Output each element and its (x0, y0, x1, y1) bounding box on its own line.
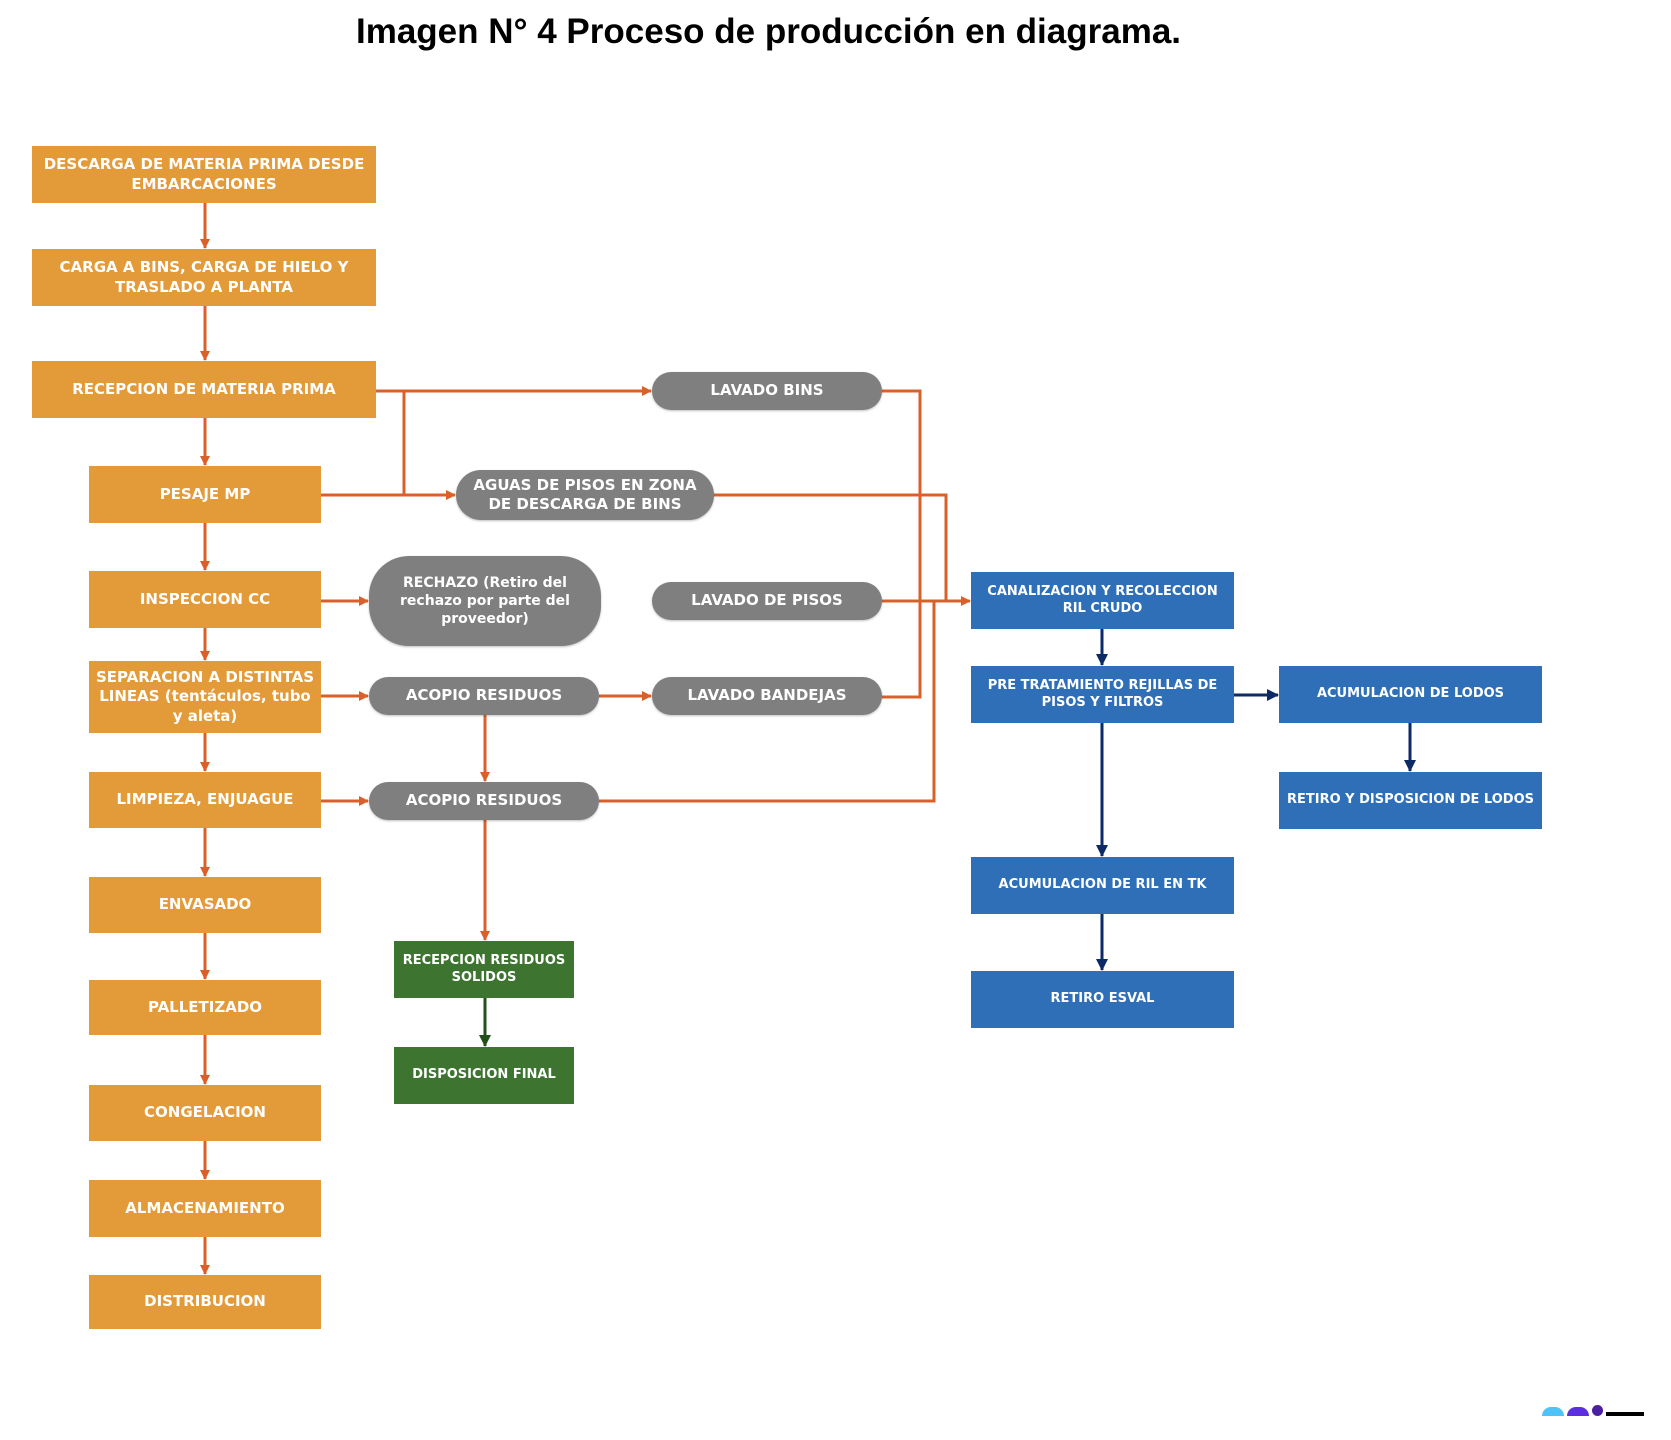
step-distribucion: DISTRIBUCION (89, 1275, 321, 1329)
node-lavado-bandejas: LAVADO BANDEJAS (652, 677, 882, 715)
node-retiro-lodos: RETIRO Y DISPOSICION DE LODOS (1279, 772, 1542, 829)
step-carga-bins: CARGA A BINS, CARGA DE HIELO Y TRASLADO … (32, 249, 376, 306)
link-lavado-bins-collector (882, 389, 922, 699)
step-pesaje-mp: PESAJE MP (89, 466, 321, 523)
node-acumulacion-ril-tk: ACUMULACION DE RIL EN TK (971, 857, 1234, 914)
step-congelacion: CONGELACION (89, 1085, 321, 1141)
link-acopio2-collector (599, 601, 936, 803)
watermark-logo-icon (1542, 1405, 1644, 1416)
diagram-title: Imagen N° 4 Proceso de producción en dia… (355, 12, 1182, 51)
node-acopio-residuos-1: ACOPIO RESIDUOS (369, 677, 599, 715)
node-acumulacion-lodos: ACUMULACION DE LODOS (1279, 666, 1542, 723)
node-retiro-esval: RETIRO ESVAL (971, 971, 1234, 1028)
node-acopio-residuos-2: ACOPIO RESIDUOS (369, 782, 599, 820)
step-envasado: ENVASADO (89, 877, 321, 933)
step-descarga: DESCARGA DE MATERIA PRIMA DESDE EMBARCAC… (32, 146, 376, 203)
node-pretratamiento: PRE TRATAMIENTO REJILLAS DE PISOS Y FILT… (971, 666, 1234, 723)
step-recepcion-mp: RECEPCION DE MATERIA PRIMA (32, 361, 376, 418)
node-recepcion-residuos-solidos: RECEPCION RESIDUOS SOLIDOS (394, 941, 574, 998)
step-inspeccion-cc: INSPECCION CC (89, 571, 321, 628)
node-lavado-pisos: LAVADO DE PISOS (652, 582, 882, 620)
link-aguas-collector (713, 493, 948, 601)
node-aguas-pisos: AGUAS DE PISOS EN ZONA DE DESCARGA DE BI… (456, 470, 714, 520)
step-palletizado: PALLETIZADO (89, 980, 321, 1035)
step-separacion-lineas: SEPARACION A DISTINTAS LINEAS (tentáculo… (89, 661, 321, 733)
node-disposicion-final: DISPOSICION FINAL (394, 1047, 574, 1104)
node-canalizacion-ril: CANALIZACION Y RECOLECCION RIL CRUDO (971, 572, 1234, 629)
step-limpieza-enjuague: LIMPIEZA, ENJUAGUE (89, 772, 321, 828)
node-rechazo: RECHAZO (Retiro del rechazo por parte de… (369, 556, 601, 646)
step-almacenamiento: ALMACENAMIENTO (89, 1180, 321, 1237)
node-lavado-bins: LAVADO BINS (652, 372, 882, 410)
